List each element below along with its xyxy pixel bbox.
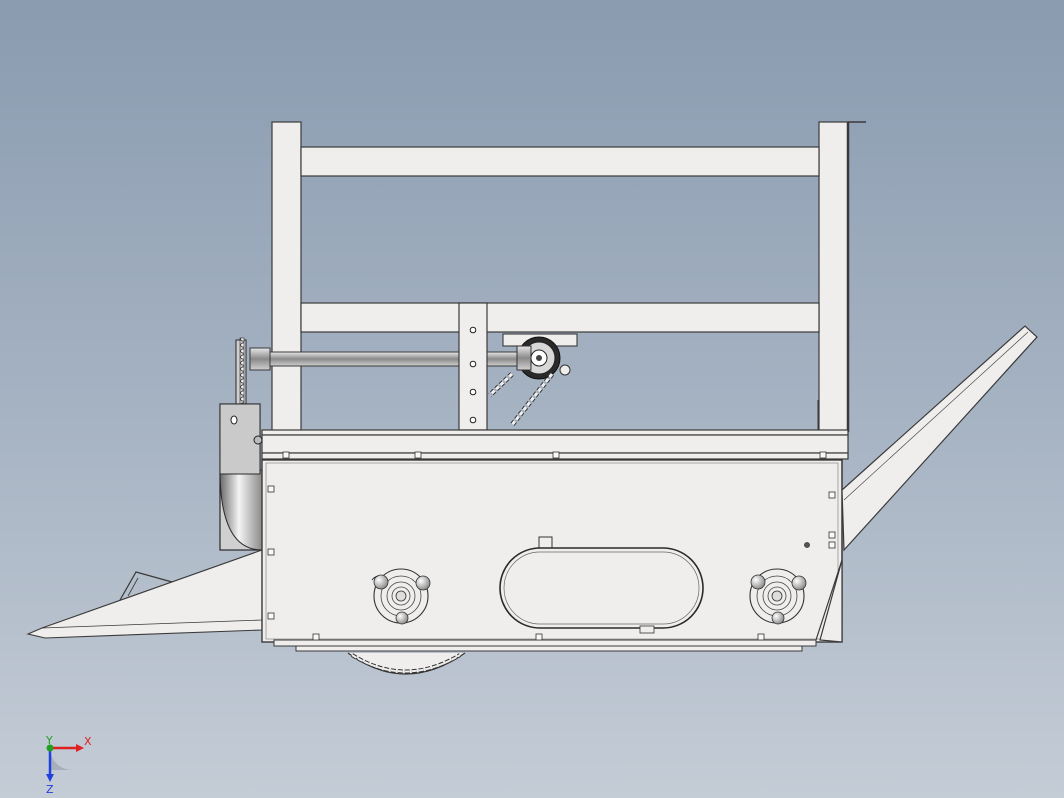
frame-middle-rail[interactable]: [300, 302, 820, 333]
right-bearing-hub[interactable]: [749, 568, 807, 625]
housing-bolts: [267, 485, 836, 641]
frame-top-rail[interactable]: [300, 146, 820, 177]
y-axis-dot: [46, 744, 54, 752]
upper-frame[interactable]: [271, 121, 866, 433]
left-drive-housing[interactable]: [219, 403, 263, 551]
coordinate-triad: X Y Z: [45, 734, 92, 796]
left-chute[interactable]: [26, 549, 263, 639]
drive-chain[interactable]: [488, 372, 554, 427]
y-axis-label: Y: [45, 734, 53, 747]
drive-shaft[interactable]: [249, 351, 531, 367]
frame-left-post[interactable]: [271, 121, 302, 433]
z-axis-label: Z: [46, 783, 54, 796]
frame-right-post[interactable]: [818, 121, 849, 433]
bottom-chain-wheel[interactable]: [347, 652, 466, 675]
x-axis-label: X: [84, 735, 92, 748]
left-bearing-hub[interactable]: [371, 568, 431, 625]
inspection-window[interactable]: [499, 536, 704, 634]
drive-shaft-assembly[interactable]: [235, 302, 578, 431]
right-chute[interactable]: [841, 325, 1038, 552]
